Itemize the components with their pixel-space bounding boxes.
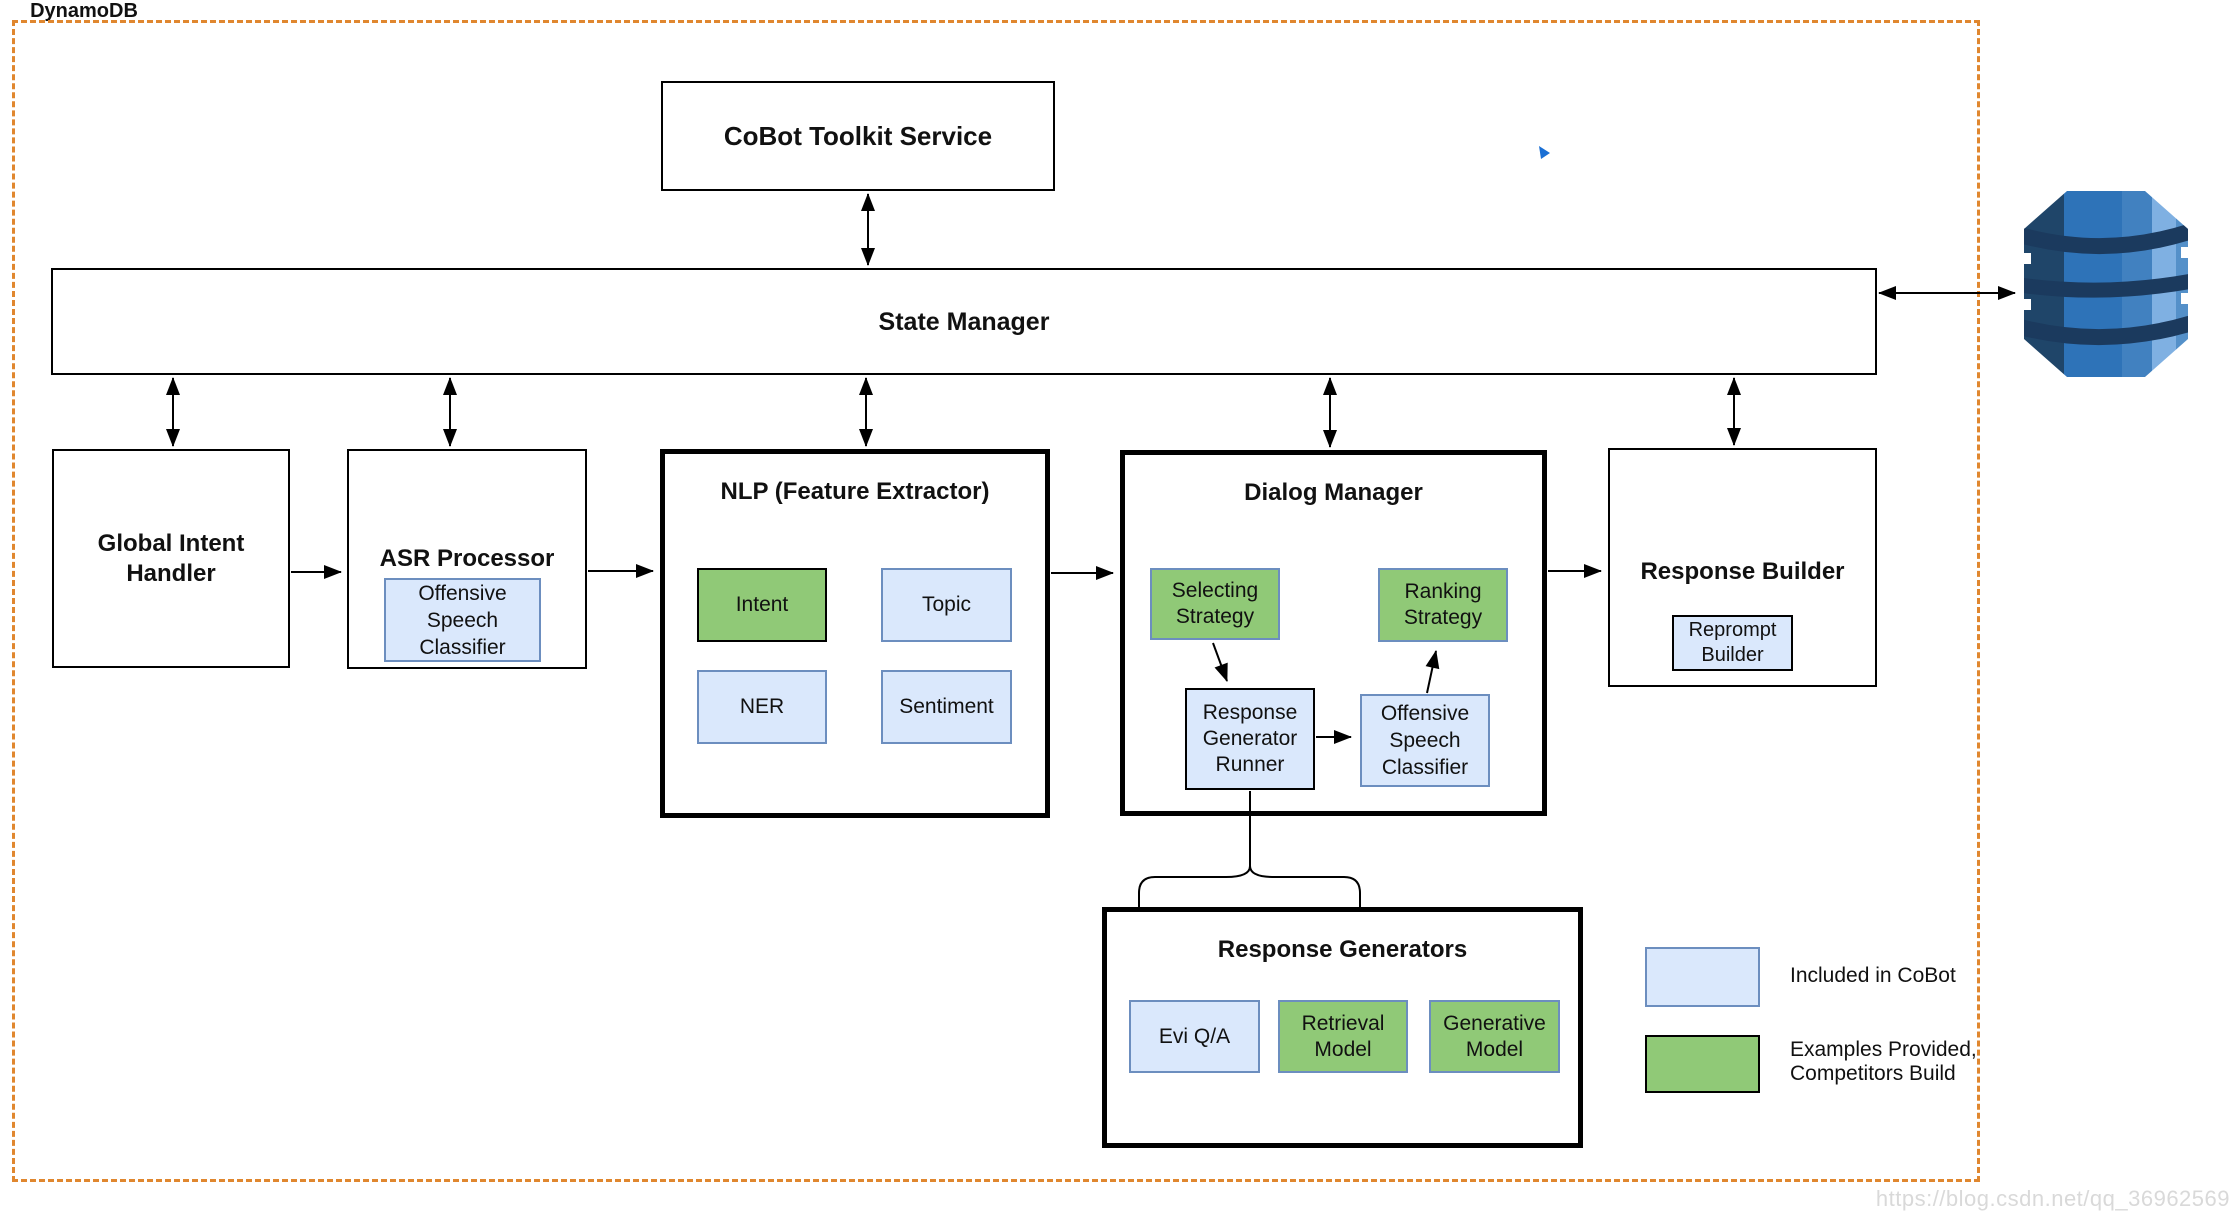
- dialog-manager-label: Dialog Manager: [1244, 479, 1423, 506]
- nlp-feature-extractor-label: NLP (Feature Extractor): [720, 478, 990, 505]
- generative-model-label: Generative Model: [1443, 1011, 1546, 1061]
- cobot-toolkit-service-box: CoBot Toolkit Service: [661, 81, 1055, 191]
- evi-qa-label: Evi Q/A: [1158, 1024, 1231, 1048]
- generative-model-chip: Generative Model: [1429, 1000, 1560, 1073]
- state-manager-box: State Manager: [51, 268, 1877, 375]
- retrieval-model-chip: Retrieval Model: [1278, 1000, 1408, 1073]
- topic-chip: Topic: [881, 568, 1012, 642]
- dynamodb-icon: [2024, 191, 2188, 377]
- intent-chip: Intent: [697, 568, 827, 642]
- offensive-speech-classifier-dm-label: Offensive Speech Classifier: [1380, 702, 1470, 779]
- response-generator-runner-label: Response Generator Runner: [1202, 701, 1298, 776]
- intent-label: Intent: [735, 593, 789, 616]
- reprompt-builder-chip: Reprompt Builder: [1672, 615, 1793, 671]
- sentiment-chip: Sentiment: [881, 670, 1012, 744]
- state-manager-label: State Manager: [878, 307, 1050, 336]
- response-builder-label: Response Builder: [1640, 558, 1845, 585]
- selecting-strategy-label: Selecting Strategy: [1171, 579, 1259, 628]
- ner-label: NER: [739, 695, 785, 718]
- selecting-strategy-chip: Selecting Strategy: [1150, 568, 1280, 640]
- retrieval-model-label: Retrieval Model: [1301, 1011, 1385, 1061]
- ranking-strategy-chip: Ranking Strategy: [1378, 568, 1508, 642]
- offensive-speech-classifier-asr-label: Offensive Speech Classifier: [418, 581, 507, 659]
- watermark-url: https://blog.csdn.net/qq_36962569: [1875, 1186, 2230, 1211]
- reprompt-builder-label: Reprompt Builder: [1688, 619, 1777, 666]
- response-generators-label: Response Generators: [1217, 936, 1468, 963]
- ner-chip: NER: [697, 670, 827, 744]
- offensive-speech-classifier-dm-chip: Offensive Speech Classifier: [1360, 694, 1490, 787]
- legend-examples-label: Examples Provided, Competitors Build: [1790, 1038, 1977, 1085]
- offensive-speech-classifier-asr-chip: Offensive Speech Classifier: [384, 578, 541, 662]
- evi-qa-chip: Evi Q/A: [1129, 1000, 1260, 1073]
- diagram-dashed-boundary: [12, 20, 1980, 1182]
- topic-label: Topic: [921, 593, 972, 616]
- response-generator-runner-chip: Response Generator Runner: [1185, 688, 1315, 790]
- cobot-toolkit-service-label: CoBot Toolkit Service: [723, 121, 993, 151]
- ranking-strategy-label: Ranking Strategy: [1403, 580, 1483, 629]
- sentiment-label: Sentiment: [899, 695, 994, 718]
- dynamodb-label: DynamoDB: [30, 0, 138, 22]
- legend-examples-swatch: [1645, 1035, 1760, 1093]
- global-intent-handler-label: Global Intent Handler: [97, 529, 245, 587]
- global-intent-handler-box: Global Intent Handler: [52, 449, 290, 668]
- asr-processor-label: ASR Processor: [379, 545, 555, 572]
- legend-included-label: Included in CoBot: [1790, 964, 1956, 987]
- legend-included-swatch: [1645, 947, 1760, 1007]
